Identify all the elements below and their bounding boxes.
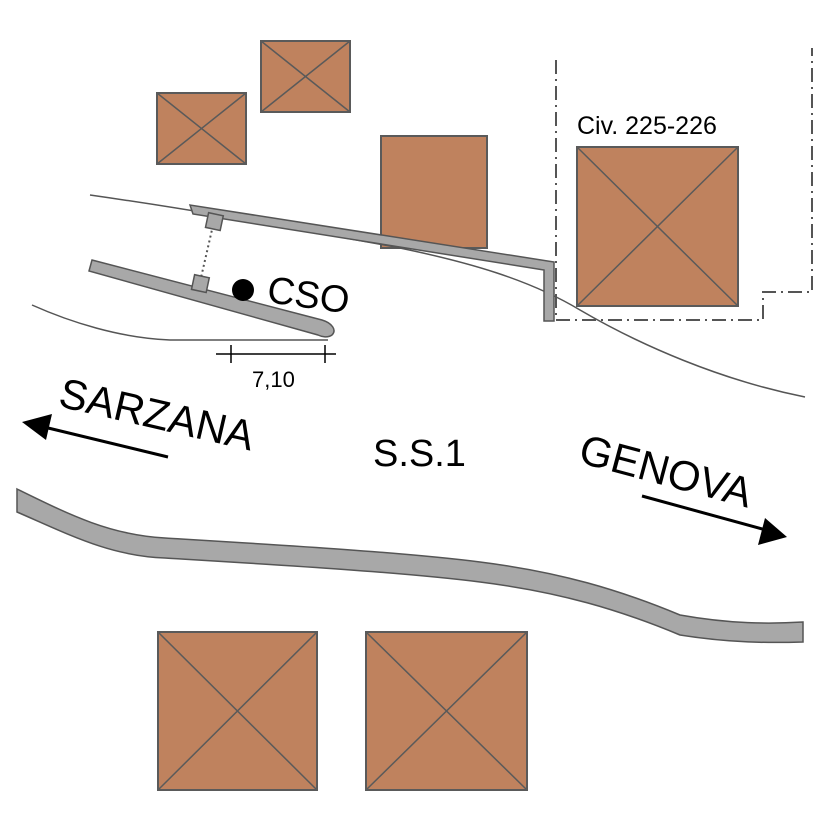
civic-number-label: Civ. 225-226 (577, 112, 717, 140)
building-south-right (365, 631, 528, 791)
arrow-right-icon (641, 494, 787, 545)
arrow-left-icon (22, 414, 169, 459)
building-small-top (260, 40, 351, 113)
building-south-left (157, 631, 318, 791)
wall-upper (188, 204, 555, 322)
road-edge-lower (31, 304, 328, 341)
cso-point-icon (232, 279, 254, 301)
direction-label-sarzana: SARZANA (55, 369, 259, 459)
property-boundary (555, 48, 813, 321)
dimension-label: 7,10 (252, 367, 295, 392)
culvert-box-upper (204, 211, 225, 232)
building-civic-225-226 (576, 146, 739, 307)
road-name-label: S.S.1 (373, 433, 466, 475)
road-kerb-south (16, 487, 804, 644)
building-small-left (156, 92, 247, 165)
building-center (380, 135, 488, 249)
wall-lower (88, 259, 335, 338)
culvert-link (199, 220, 215, 283)
dimension-line (216, 345, 336, 363)
culvert-box-lower (190, 273, 211, 294)
